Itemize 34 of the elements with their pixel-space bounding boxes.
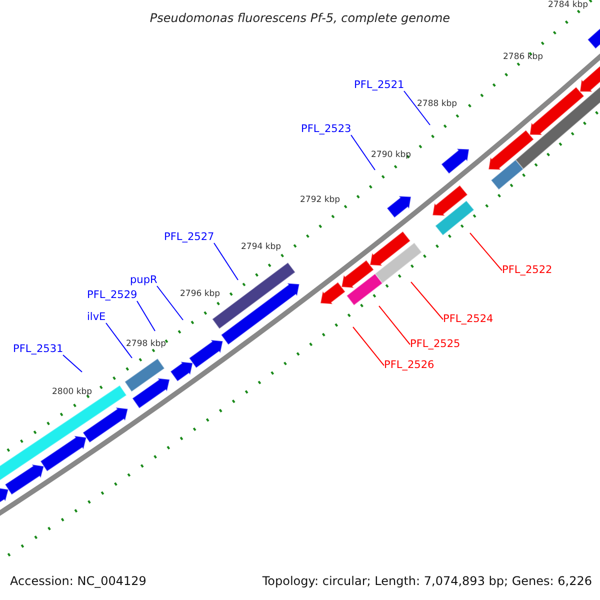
gene-label: PFL_2521	[354, 80, 404, 90]
gene-label: ilvE	[87, 312, 106, 322]
scale-label: 2798 kbp	[126, 340, 166, 348]
leader-line	[470, 232, 502, 271]
leader-line	[62, 354, 82, 372]
gene-label: PFL_2525	[410, 339, 460, 350]
leader-line	[156, 286, 184, 320]
gene-label: PFL_2526	[384, 360, 434, 370]
leader-line	[410, 282, 444, 320]
leader-line	[106, 322, 132, 358]
scale-label: 2796 kbp	[180, 290, 220, 298]
leader-line	[378, 306, 410, 345]
title: Pseudomonas fluorescens Pf-5, complete genome	[148, 12, 452, 24]
scale-label: 2794 kbp	[241, 243, 282, 252]
leader-line	[404, 90, 430, 126]
scale-label: 2788 kbp	[417, 100, 458, 108]
scale-label: 2790 kbp	[371, 151, 412, 160]
leader-line	[136, 300, 156, 332]
scale-label: 2792 kbp	[300, 196, 340, 204]
gene-label: PFL_2531	[13, 344, 64, 354]
gene-label: pupR	[130, 275, 158, 286]
scale-label: 2786 kbp	[503, 53, 544, 62]
gene-label: PFL_2523	[301, 124, 352, 134]
gene-label: PFL_2522	[502, 265, 552, 276]
scale-label: 2784 kbp	[548, 1, 588, 10]
leader-line	[352, 326, 384, 366]
leader-line	[214, 242, 238, 280]
leader-line	[350, 134, 376, 170]
scale-label: 2800 kbp	[52, 388, 92, 396]
gene-label: PFL_2529	[87, 290, 138, 300]
accession-text: Accession: NC_004129	[10, 575, 146, 587]
gene-label: PFL_2524	[443, 314, 494, 324]
gene-label: PFL_2527	[164, 232, 214, 242]
genome-summary: Topology: circular; Length: 7,074,893 bp; Genes: 6,226	[262, 575, 592, 587]
